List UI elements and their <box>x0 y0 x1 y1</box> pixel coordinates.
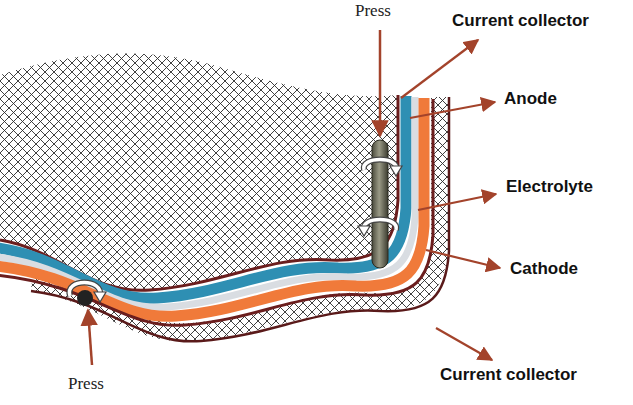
press-label: Press <box>68 375 104 394</box>
part-label: Electrolyte <box>506 178 593 197</box>
part-label: Current collector <box>452 12 589 31</box>
part-label: Cathode <box>510 260 578 279</box>
press-label: Press <box>355 2 391 21</box>
part-label: Anode <box>504 90 557 109</box>
part-label: Current collector <box>440 366 577 385</box>
mesh-sheet <box>0 54 398 291</box>
top-roller <box>358 30 402 268</box>
leader-arrows <box>401 40 500 360</box>
bottom-roller <box>69 283 106 366</box>
layer-stack <box>0 95 433 325</box>
